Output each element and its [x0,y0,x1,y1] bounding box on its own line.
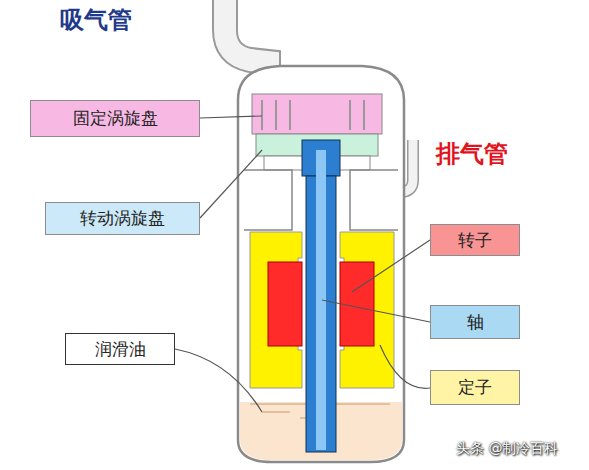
fixed-scroll [252,94,382,134]
part-name: 转子 [458,231,492,250]
part-callout-box: 固定涡旋盘 [30,100,200,137]
part-callout-box: 转子 [430,224,520,256]
stator-left [250,232,302,388]
pipe-label: 吸气管 [60,4,132,36]
part-name: 润滑油 [95,340,146,359]
leader-line [380,345,430,388]
part-callout-box: 定子 [430,370,520,405]
part-name: 固定涡旋盘 [73,109,158,128]
rotor-right [340,262,374,346]
leader-lines [175,116,430,412]
part-name: 轴 [467,313,484,332]
scroll-wraps [262,100,364,130]
watermark: 头条 @制冷百科 [456,440,558,458]
part-name: 定子 [458,378,492,397]
rotor-left [268,262,302,346]
pipe-label: 排气管 [436,138,508,170]
leader-line [322,300,430,322]
part-name: 转动涡旋盘 [80,209,165,228]
part-callout-box: 润滑油 [65,333,175,365]
leader-line [200,116,262,118]
stator-right [340,232,394,388]
compressor-shell [238,66,404,462]
part-callout-box: 转动涡旋盘 [45,202,200,235]
part-callout-box: 轴 [430,305,520,339]
leader-line [200,150,262,218]
leader-line [175,349,262,412]
leader-line [352,240,430,292]
